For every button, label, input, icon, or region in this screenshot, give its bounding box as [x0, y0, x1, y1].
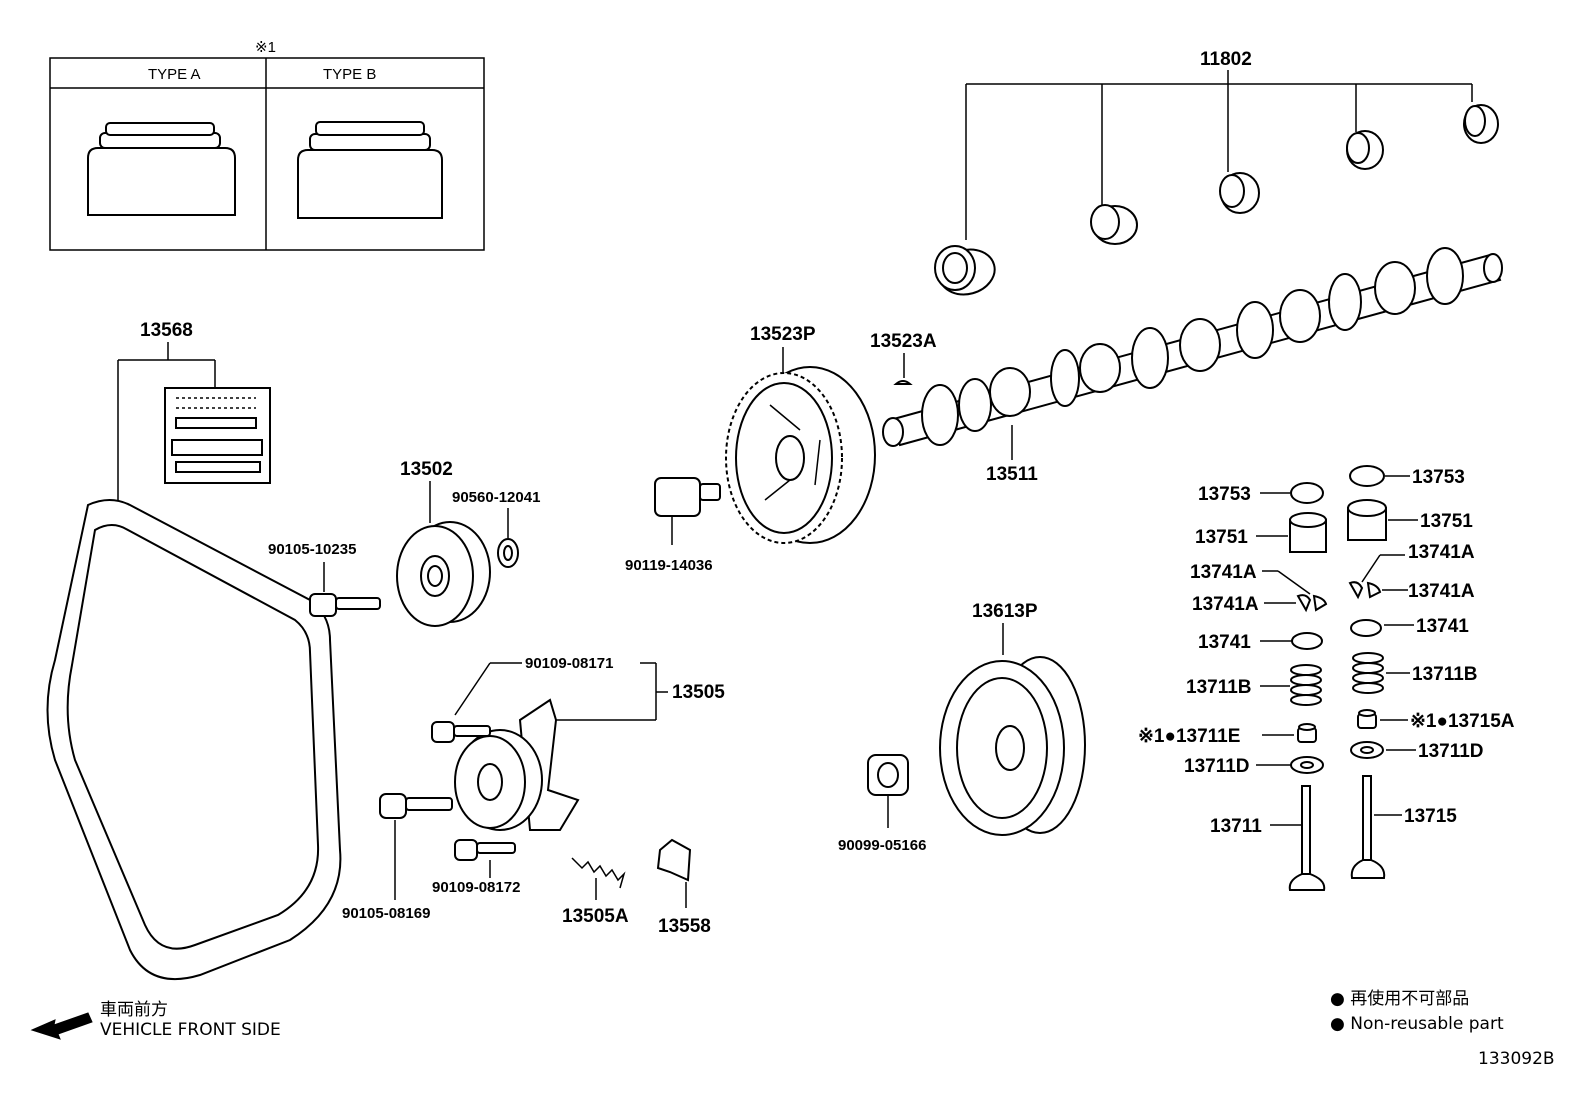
label-90105-10235: 90105-10235: [268, 541, 356, 558]
label-13711e-left: ※1●13711E: [1138, 726, 1240, 747]
valve-train-right: 13753 13751 13741A 13741A 13741 13711B: [1347, 465, 1515, 879]
valve-seal-right-icon: [1357, 709, 1377, 729]
label-90119-14036: 90119-14036: [625, 557, 713, 574]
spring-seat-left-icon: [1290, 756, 1324, 774]
pulley-13613p-icon: 13613P: [939, 601, 1086, 836]
bearing-3-icon: [1219, 172, 1260, 214]
inset-ref-mark: ※1: [255, 39, 276, 56]
idler-bolt-icon: 90105-10235: [268, 541, 381, 617]
bearing-2-icon: [1090, 204, 1138, 245]
seal-type-inset: ※1 TYPE A TYPE B: [49, 39, 485, 251]
retainer-left-icon: [1291, 632, 1323, 650]
tensioner-spring-icon: 13505A: [562, 857, 629, 927]
legend-en: ● Non-reusable part: [1330, 1014, 1504, 1034]
tensioner-bolt-90105-icon: 90105-08169: [342, 793, 453, 922]
type-b-seal-icon: [297, 121, 443, 219]
shim-left-icon: [1290, 482, 1324, 504]
label-13741-right: 13741: [1416, 616, 1469, 637]
label-13741-left: 13741: [1198, 632, 1251, 653]
label-13741a-left-1: 13741A: [1190, 562, 1257, 583]
front-label-jp: 車両前方: [100, 1000, 168, 1020]
label-13558: 13558: [658, 916, 711, 937]
bearing-1-icon: [934, 245, 996, 296]
label-13711-left: 13711: [1210, 816, 1262, 837]
legend-jp: ● 再使用不可部品: [1330, 988, 1469, 1009]
label-13505: 13505: [672, 682, 725, 703]
label-90099-05166: 90099-05166: [838, 837, 926, 854]
label-13741a-right-2: 13741A: [1408, 581, 1475, 602]
label-13751-right: 13751: [1420, 511, 1473, 532]
label-90105-08169: 90105-08169: [342, 905, 430, 922]
washer-90560-icon: 90560-12041: [452, 489, 540, 568]
belt-label-tag-icon: [164, 387, 271, 484]
label-11802: 11802: [1200, 49, 1252, 70]
tensioner-bolt-90109-icon: 90109-08172: [432, 839, 520, 896]
label-13741a-right-1: 13741A: [1408, 542, 1475, 563]
label-13568: 13568: [140, 320, 193, 341]
type-a-label: TYPE A: [148, 66, 201, 83]
valve-train-left: 13753 13751 13741A 13741A 13741 13711B ※: [1138, 482, 1328, 891]
label-13711d-left: 13711D: [1184, 756, 1250, 777]
diagram-id: 133092B: [1478, 1049, 1555, 1069]
label-13741a-left-2: 13741A: [1192, 594, 1259, 615]
bearing-4-icon: [1346, 130, 1384, 170]
retainer-right-icon: [1350, 619, 1382, 637]
label-90109-08172: 90109-08172: [432, 879, 520, 896]
front-label-en: VEHICLE FRONT SIDE: [100, 1020, 281, 1040]
bracket-13558-icon: 13558: [656, 838, 711, 937]
label-13715-right: 13715: [1404, 806, 1457, 827]
exhaust-valve-icon: [1350, 775, 1386, 879]
legend: ● 再使用不可部品 ● Non-reusable part: [1330, 988, 1504, 1034]
label-13715a-right: ※1●13715A: [1410, 711, 1515, 732]
label-13711b-left: 13711B: [1186, 677, 1252, 698]
valve-seal-left-icon: [1297, 723, 1317, 743]
front-arrow-icon: [30, 1012, 93, 1040]
type-b-label: TYPE B: [323, 66, 376, 83]
label-13523p: 13523P: [750, 324, 816, 345]
valve-spring-left-icon: [1290, 664, 1322, 706]
bearing-5-icon: [1463, 104, 1499, 144]
pulley-key-icon: 13523A: [870, 331, 937, 385]
keeper-right-icon: [1348, 581, 1382, 600]
shim-right-icon: [1349, 465, 1385, 487]
valve-spring-right-icon: [1352, 652, 1384, 694]
label-13711b-right: 13711B: [1412, 664, 1478, 685]
idler-pulley-icon: 13502: [396, 459, 491, 627]
keeper-left-icon: [1296, 594, 1328, 613]
label-13502: 13502: [400, 459, 453, 480]
label-90560-12041: 90560-12041: [452, 489, 540, 506]
camshaft-bearings-group: 11802: [934, 49, 1499, 296]
lifter-right-icon: [1347, 499, 1387, 541]
label-13505a: 13505A: [562, 906, 629, 927]
label-13613p: 13613P: [972, 601, 1038, 622]
label-13511: 13511: [986, 464, 1038, 485]
timing-belt-icon: 13568: [46, 320, 342, 981]
camshaft-icon: 13511: [882, 247, 1503, 485]
tensioner-assembly-icon: 90109-08171 13505: [454, 655, 725, 831]
spring-seat-right-icon: [1350, 741, 1384, 759]
pulley-bolt-icon: 90119-14036: [625, 477, 721, 574]
label-90109-08171: 90109-08171: [525, 655, 613, 672]
tensioner-bolt-upper-icon: [431, 721, 491, 743]
type-a-seal-icon: [87, 122, 236, 216]
vehicle-front-indicator: 車両前方 VEHICLE FRONT SIDE: [30, 1000, 281, 1040]
intake-valve-icon: [1288, 785, 1326, 891]
label-13751-left: 13751: [1195, 527, 1248, 548]
nut-90099-icon: 90099-05166: [838, 754, 926, 854]
lifter-left-icon: [1289, 512, 1327, 553]
label-13753-right: 13753: [1412, 467, 1465, 488]
label-13523a: 13523A: [870, 331, 937, 352]
label-13753-left: 13753: [1198, 484, 1251, 505]
camshaft-timing-pulley-icon: 13523P: [725, 324, 876, 544]
label-13711d-right: 13711D: [1418, 741, 1484, 762]
